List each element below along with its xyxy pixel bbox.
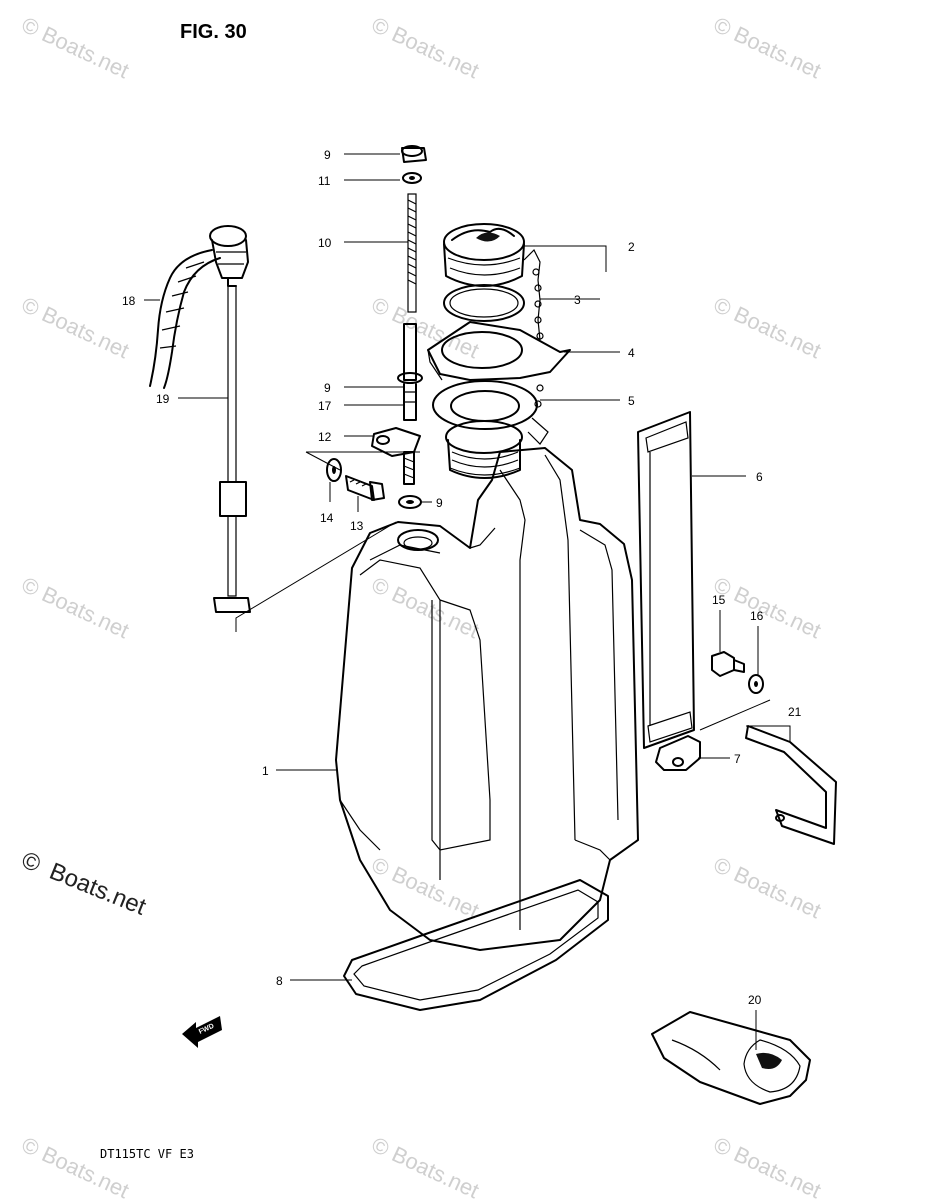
watermark: © Boats.net bbox=[18, 292, 133, 363]
retaining-strap bbox=[637, 411, 695, 749]
callout-2: 2 bbox=[628, 240, 635, 254]
watermark: © Boats.net bbox=[710, 1132, 825, 1200]
callout-15: 15 bbox=[712, 593, 726, 607]
callout-1: 1 bbox=[262, 764, 269, 778]
watermark: © Boats.net bbox=[368, 12, 483, 83]
callout-14: 14 bbox=[320, 511, 334, 525]
callout-13: 13 bbox=[350, 519, 364, 533]
parts-bag bbox=[651, 1011, 811, 1105]
callout-8: 8 bbox=[276, 974, 283, 988]
clamp-bolt bbox=[711, 651, 764, 694]
callout-12: 12 bbox=[318, 430, 332, 444]
model-code: DT115TC VF E3 bbox=[100, 1147, 194, 1161]
watermark: © Boats.net bbox=[710, 852, 825, 923]
figure-title: FIG. 30 bbox=[180, 21, 247, 43]
callout-3: 3 bbox=[574, 293, 581, 307]
cap-seal bbox=[443, 284, 525, 322]
watermark: © Boats.net bbox=[710, 12, 825, 83]
strap-clamp bbox=[655, 735, 701, 771]
callout-16: 16 bbox=[750, 609, 764, 623]
callout-18: 18 bbox=[122, 294, 136, 308]
callout-7: 7 bbox=[734, 752, 741, 766]
callout-19: 19 bbox=[156, 392, 170, 406]
callout-11: 11 bbox=[318, 174, 331, 188]
oil-tank bbox=[335, 447, 639, 951]
watermark: © Boats.net bbox=[368, 852, 483, 923]
watermark-dark: © Boats.net bbox=[18, 847, 150, 921]
leader-lines bbox=[144, 153, 791, 1050]
watermark: © Boats.net bbox=[368, 1132, 483, 1200]
watermark: © Boats.net bbox=[368, 572, 483, 643]
tank-mat bbox=[343, 879, 609, 1011]
watermark: © Boats.net bbox=[710, 292, 825, 363]
watermark: © Boats.net bbox=[18, 12, 133, 83]
callout-10: 10 bbox=[318, 236, 332, 250]
l-bracket bbox=[745, 725, 837, 845]
callout-5: 5 bbox=[628, 394, 635, 408]
watermark: © Boats.net bbox=[710, 572, 825, 643]
filler-plate bbox=[427, 321, 571, 381]
copyright-symbol: © bbox=[18, 847, 45, 879]
watermark: © Boats.net bbox=[18, 572, 133, 643]
forward-arrow-icon: FWD bbox=[182, 1016, 222, 1048]
oil-level-gauge bbox=[149, 225, 251, 613]
watermark: © Boats.net bbox=[368, 292, 483, 363]
bolt-and-washer bbox=[326, 458, 385, 501]
callout-6: 6 bbox=[756, 470, 763, 484]
filler-gasket bbox=[432, 380, 538, 430]
watermark-layer: © Boats.net © Boats.net © Boats.net © Bo… bbox=[18, 12, 825, 1200]
callout-9: 9 bbox=[436, 496, 443, 510]
callout-labels: 9 11 10 2 3 18 4 9 19 17 5 12 6 9 14 13 … bbox=[122, 148, 802, 1007]
callout-17: 17 bbox=[318, 399, 332, 413]
watermark: © Boats.net bbox=[18, 1132, 133, 1200]
watermark-brand: Boats.net bbox=[46, 858, 150, 921]
callout-9: 9 bbox=[324, 381, 331, 395]
filler-cap bbox=[443, 223, 549, 445]
callout-21: 21 bbox=[788, 705, 802, 719]
callout-4: 4 bbox=[628, 346, 635, 360]
callout-20: 20 bbox=[748, 993, 762, 1007]
callout-9: 9 bbox=[324, 148, 331, 162]
